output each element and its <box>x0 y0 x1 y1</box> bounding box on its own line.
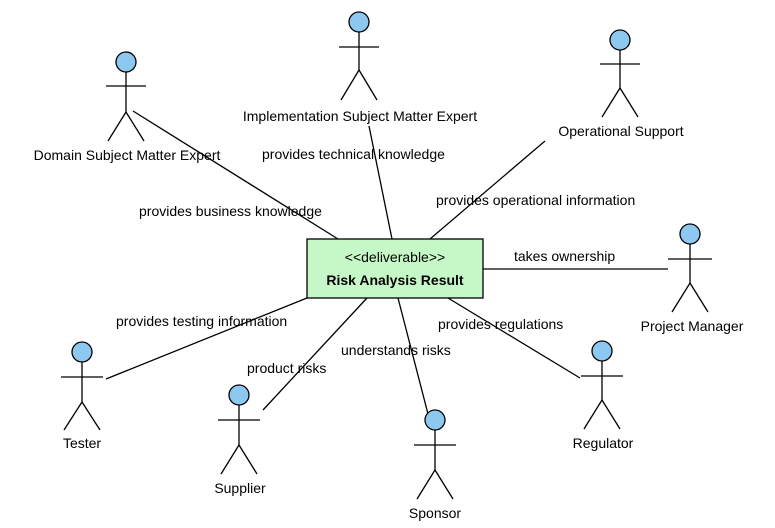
connector-ops <box>429 140 546 240</box>
connector-supplier <box>262 297 368 411</box>
actor-head-icon <box>609 29 631 51</box>
actor-name-tester: Tester <box>63 435 101 451</box>
actor-supplier[interactable]: Supplier <box>214 384 266 496</box>
actor-name-regulator: Regulator <box>573 435 634 451</box>
actor-head-icon <box>679 223 701 245</box>
actor-head-icon <box>228 384 250 406</box>
connector-regulator <box>447 297 581 379</box>
actor-head-icon <box>71 341 93 363</box>
actor-head-icon <box>348 11 370 33</box>
actor-name-sponsor: Sponsor <box>409 505 461 521</box>
actor-sponsor[interactable]: Sponsor <box>409 409 461 521</box>
relation-label-ops: provides operational information <box>436 192 635 208</box>
relation-label-regulator: provides regulations <box>438 316 563 332</box>
actor-head-icon <box>591 340 613 362</box>
actor-regulator[interactable]: Regulator <box>573 340 634 451</box>
actor-domain[interactable]: Domain Subject Matter Expert <box>34 51 221 163</box>
relation-label-domain: provides business knowledge <box>139 203 322 219</box>
actor-name-domain: Domain Subject Matter Expert <box>34 147 221 163</box>
relation-label-impl: provides technical knowledge <box>262 146 445 162</box>
relation-label-sponsor: understands risks <box>341 342 451 358</box>
actor-name-impl: Implementation Subject Matter Expert <box>243 108 477 124</box>
deliverable-title: Risk Analysis Result <box>326 272 464 288</box>
actor-head-icon <box>424 409 446 431</box>
actor-name-pm: Project Manager <box>641 318 744 334</box>
actor-pm[interactable]: Project Manager <box>641 223 744 334</box>
connector-sponsor <box>397 297 429 415</box>
actor-head-icon <box>115 51 137 73</box>
relation-label-pm: takes ownership <box>514 248 615 264</box>
connector-impl <box>368 125 393 240</box>
actor-ops[interactable]: Operational Support <box>558 29 684 139</box>
deliverable-stereotype: <<deliverable>> <box>345 249 445 265</box>
connector-tester <box>105 297 308 380</box>
actor-tester[interactable]: Tester <box>61 341 103 451</box>
actor-impl[interactable]: Implementation Subject Matter Expert <box>243 11 477 124</box>
deliverable-box[interactable] <box>306 238 484 299</box>
connector-domain <box>132 110 339 240</box>
relation-label-supplier: product risks <box>247 360 326 376</box>
actor-name-supplier: Supplier <box>214 480 266 496</box>
actor-name-ops: Operational Support <box>558 123 683 139</box>
relation-label-tester: provides testing information <box>116 313 287 329</box>
